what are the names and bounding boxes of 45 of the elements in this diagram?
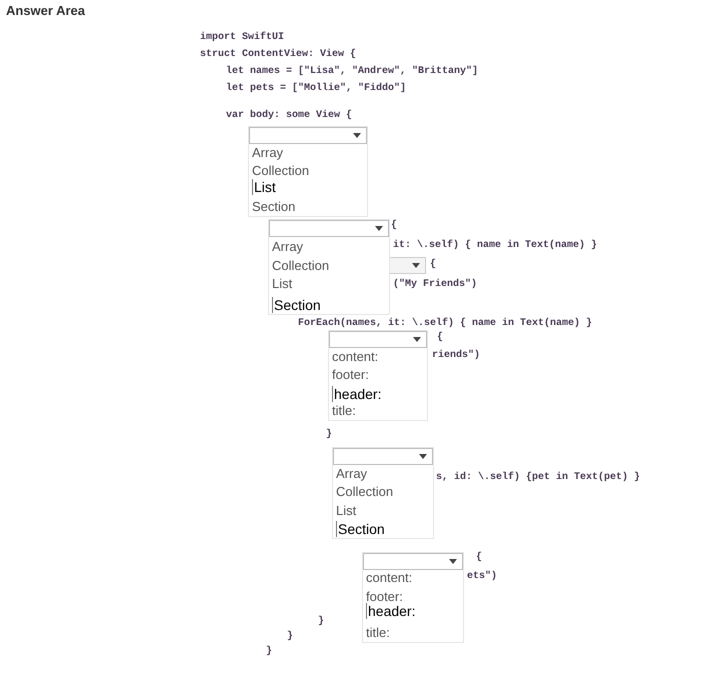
code-line: riends") <box>432 350 480 362</box>
code-line: s, id: \.self) {pet in Text(pet) } <box>436 472 640 484</box>
dropdown-option: header: <box>332 386 382 402</box>
dropdown-option: Section <box>272 297 321 313</box>
dropdown-option: Collection <box>272 258 330 274</box>
code-line: let pets = ["Mollie", "Fiddo"] <box>226 83 406 95</box>
code-line: ets") <box>467 571 498 583</box>
dropdown-option: title: <box>366 625 390 641</box>
dropdown-option: content: <box>366 570 412 586</box>
dropdown-option: title: <box>332 403 356 419</box>
dropdown-option: Section <box>252 199 296 215</box>
dropdown-option: content: <box>332 349 378 365</box>
title: Answer Area <box>6 3 85 18</box>
code-line: struct ContentView: View { <box>200 49 356 61</box>
dropdown-option: Array <box>272 239 304 255</box>
code-line: import SwiftUI <box>200 32 284 44</box>
dropdown-option: Section <box>336 521 385 537</box>
dropdown-option: List <box>252 179 276 195</box>
code-line: } <box>318 616 324 628</box>
dropdown-list <box>248 126 368 217</box>
dropdown-list <box>332 447 434 539</box>
dropdown-option: Collection <box>252 163 310 179</box>
code-line: { <box>391 220 398 232</box>
dropdown-list <box>268 219 390 315</box>
code-line: } <box>266 646 272 658</box>
dropdown-option: Array <box>336 466 368 482</box>
dropdown-option: header: <box>366 603 416 619</box>
code-line: } <box>287 631 294 643</box>
code-line: let names = ["Lisa", "Andrew", "Brittany"] <box>226 66 478 78</box>
dropdown-list <box>328 330 428 421</box>
code-line: ("My Friends") <box>393 279 478 291</box>
dropdown-option: List <box>272 276 292 292</box>
dropdown-option: Array <box>252 145 284 161</box>
code-line: { <box>437 332 444 344</box>
code-line: var body: some View { <box>226 110 352 122</box>
dropdown-option: footer: <box>366 589 403 605</box>
code-line: ForEach(names, it: \.self) { name in Text(name) } <box>298 318 592 330</box>
dropdown-list <box>362 552 464 643</box>
code-line: { <box>430 259 436 271</box>
code-line: { <box>476 552 482 564</box>
code-line: } <box>326 429 332 441</box>
dropdown-option: footer: <box>332 367 369 383</box>
code-line: it: \.self) { name in Text(name) } <box>393 240 598 252</box>
dropdown-option: Collection <box>336 484 394 500</box>
dropdown-option: List <box>336 503 356 519</box>
